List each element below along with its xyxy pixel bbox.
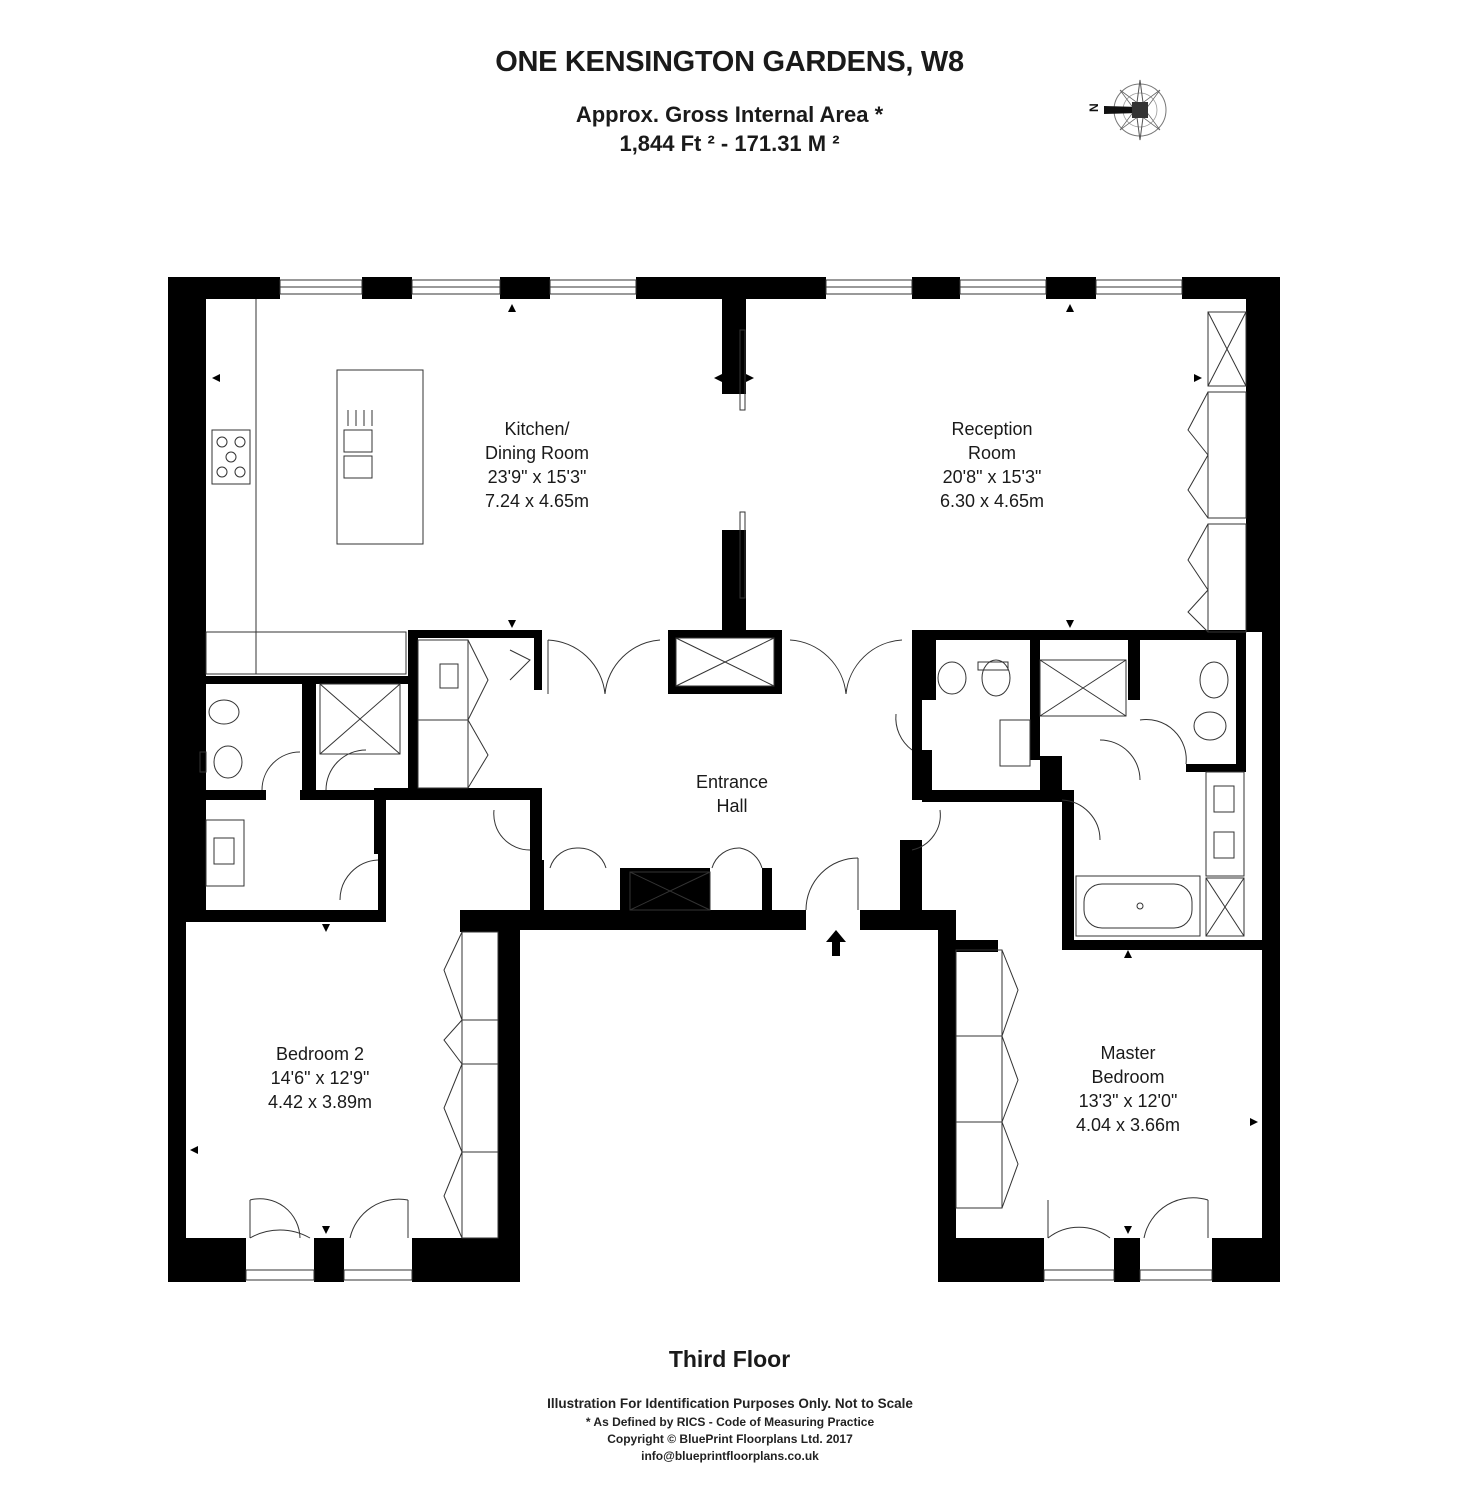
windows (245, 279, 1213, 1281)
kitchen-imperial: 23'9" x 15'3" (488, 467, 587, 487)
entrance-name-2: Hall (716, 796, 747, 816)
area-values: 1,844 Ft ² - 171.31 M ² (619, 131, 840, 156)
kitchen-metric: 7.24 x 4.65m (485, 491, 589, 511)
walls (168, 277, 1280, 1282)
page-title: ONE KENSINGTON GARDENS, W8 (495, 46, 964, 78)
rics-note: * As Defined by RICS - Code of Measuring… (585, 1415, 875, 1429)
area-label: Approx. Gross Internal Area * (575, 102, 884, 127)
master-imperial: 13'3" x 12'0" (1079, 1091, 1178, 1111)
compass-icon: N (1087, 79, 1167, 141)
floor-label: Third Floor (668, 1346, 791, 1372)
master-metric: 4.04 x 3.66m (1076, 1115, 1180, 1135)
reception-metric: 6.30 x 4.65m (940, 491, 1044, 511)
entrance-name-1: Entrance (696, 772, 768, 792)
reception-imperial: 20'8" x 15'3" (943, 467, 1042, 487)
bedroom2-metric: 4.42 x 3.89m (268, 1092, 372, 1112)
height-markers (190, 304, 1258, 1234)
north-label: N (1087, 103, 1101, 112)
copyright: Copyright © BluePrint Floorplans Ltd. 20… (607, 1432, 853, 1446)
bedroom2-imperial: 14'6" x 12'9" (271, 1068, 370, 1088)
disclaimer: Illustration For Identification Purposes… (547, 1396, 913, 1411)
reception-name-1: Reception (951, 419, 1032, 439)
bedroom2-name: Bedroom 2 (276, 1044, 364, 1064)
reception-name-2: Room (968, 443, 1016, 463)
master-name-2: Bedroom (1091, 1067, 1164, 1087)
fittings (199, 299, 1247, 1239)
master-name-1: Master (1100, 1043, 1155, 1063)
contact-email: info@blueprintfloorplans.co.uk (641, 1449, 819, 1463)
kitchen-name-1: Kitchen/ (504, 419, 569, 439)
entrance-arrow-icon (826, 930, 846, 956)
kitchen-name-2: Dining Room (485, 443, 589, 463)
